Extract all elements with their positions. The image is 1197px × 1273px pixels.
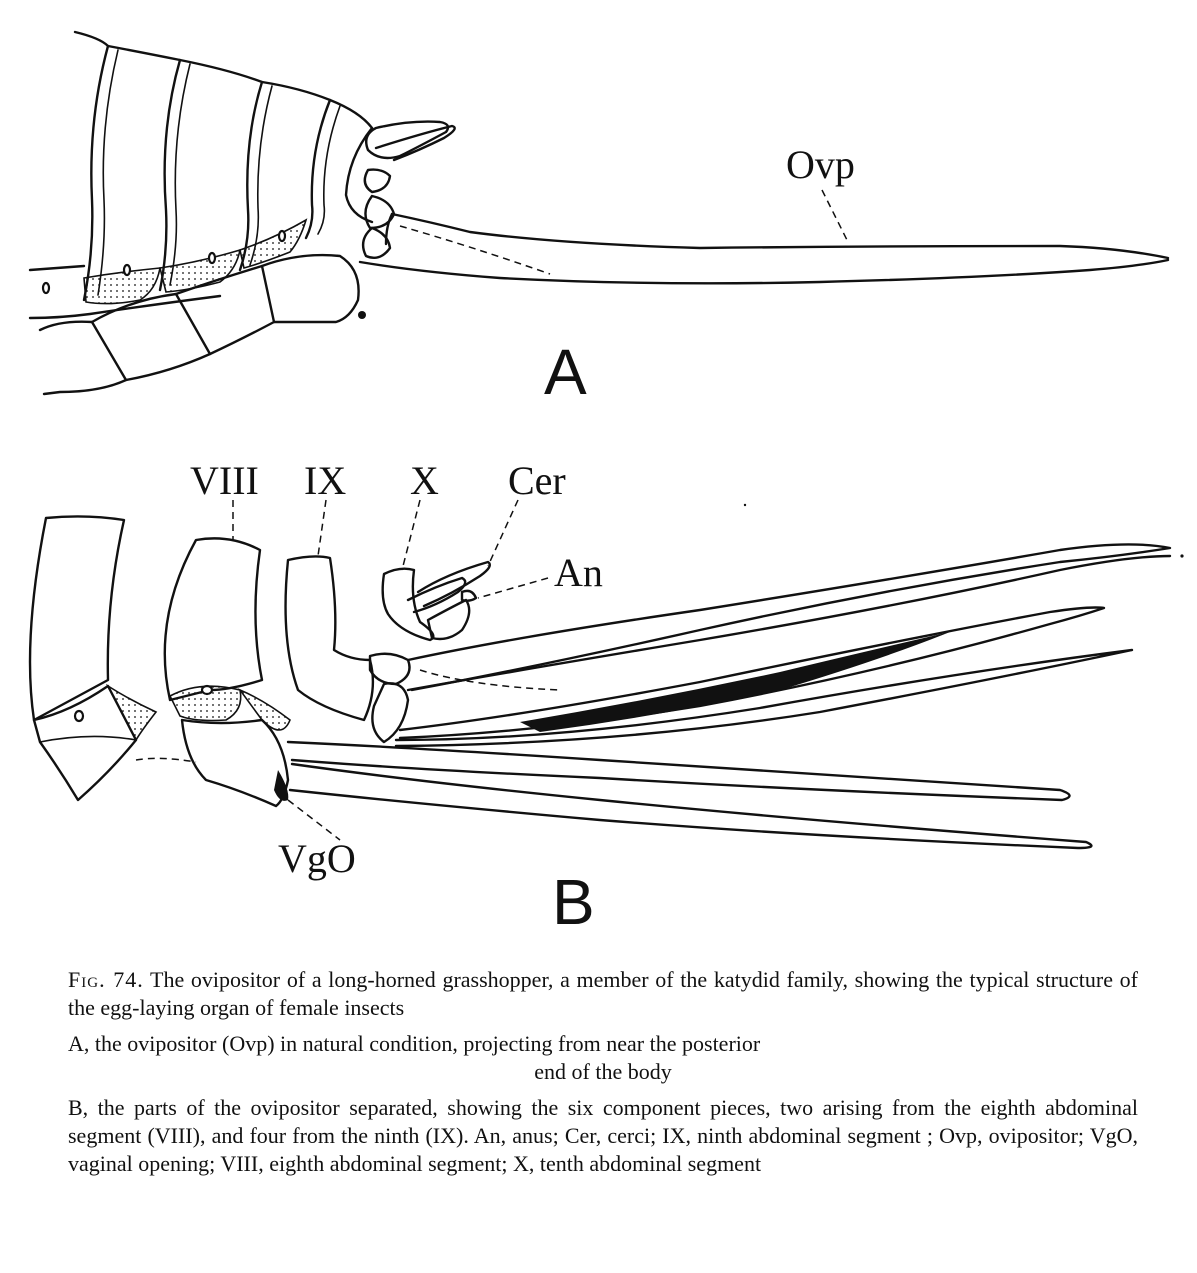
ovipositor-diagram: Ovp A: [28, 30, 1184, 938]
label-viii: VIII: [190, 458, 259, 503]
figure-caption: Fig. 74. The ovipositor of a long-horned…: [68, 966, 1138, 1178]
panel-letter-b: B: [552, 866, 595, 938]
label-ovp: Ovp: [786, 142, 855, 187]
caption-part-a-continued: end of the body: [534, 1059, 672, 1084]
caption-title-paragraph: Fig. 74. The ovipositor of a long-horned…: [68, 966, 1138, 1022]
panel-letter-a: A: [544, 336, 587, 408]
panel-a-drawing: [28, 30, 1170, 396]
caption-part-a: A, the ovipositor (Ovp) in natural condi…: [68, 1031, 761, 1056]
figure-number: Fig. 74.: [68, 967, 144, 992]
caption-part-b: B, the parts of the ovipositor separated…: [68, 1095, 1138, 1148]
label-x: X: [410, 458, 439, 503]
label-cer: Cer: [508, 458, 566, 503]
label-ix: IX: [304, 458, 346, 503]
label-an: An: [554, 550, 603, 595]
label-vgo: VgO: [278, 836, 356, 881]
panel-b-drawing: [28, 499, 1184, 850]
caption-part-b-paragraph: B, the parts of the ovipositor separated…: [68, 1094, 1138, 1178]
caption-legend: An, anus; Cer, cerci; IX, ninth abdomina…: [68, 1123, 1139, 1176]
caption-title: The ovipositor of a long-horned grasshop…: [68, 967, 1138, 1020]
